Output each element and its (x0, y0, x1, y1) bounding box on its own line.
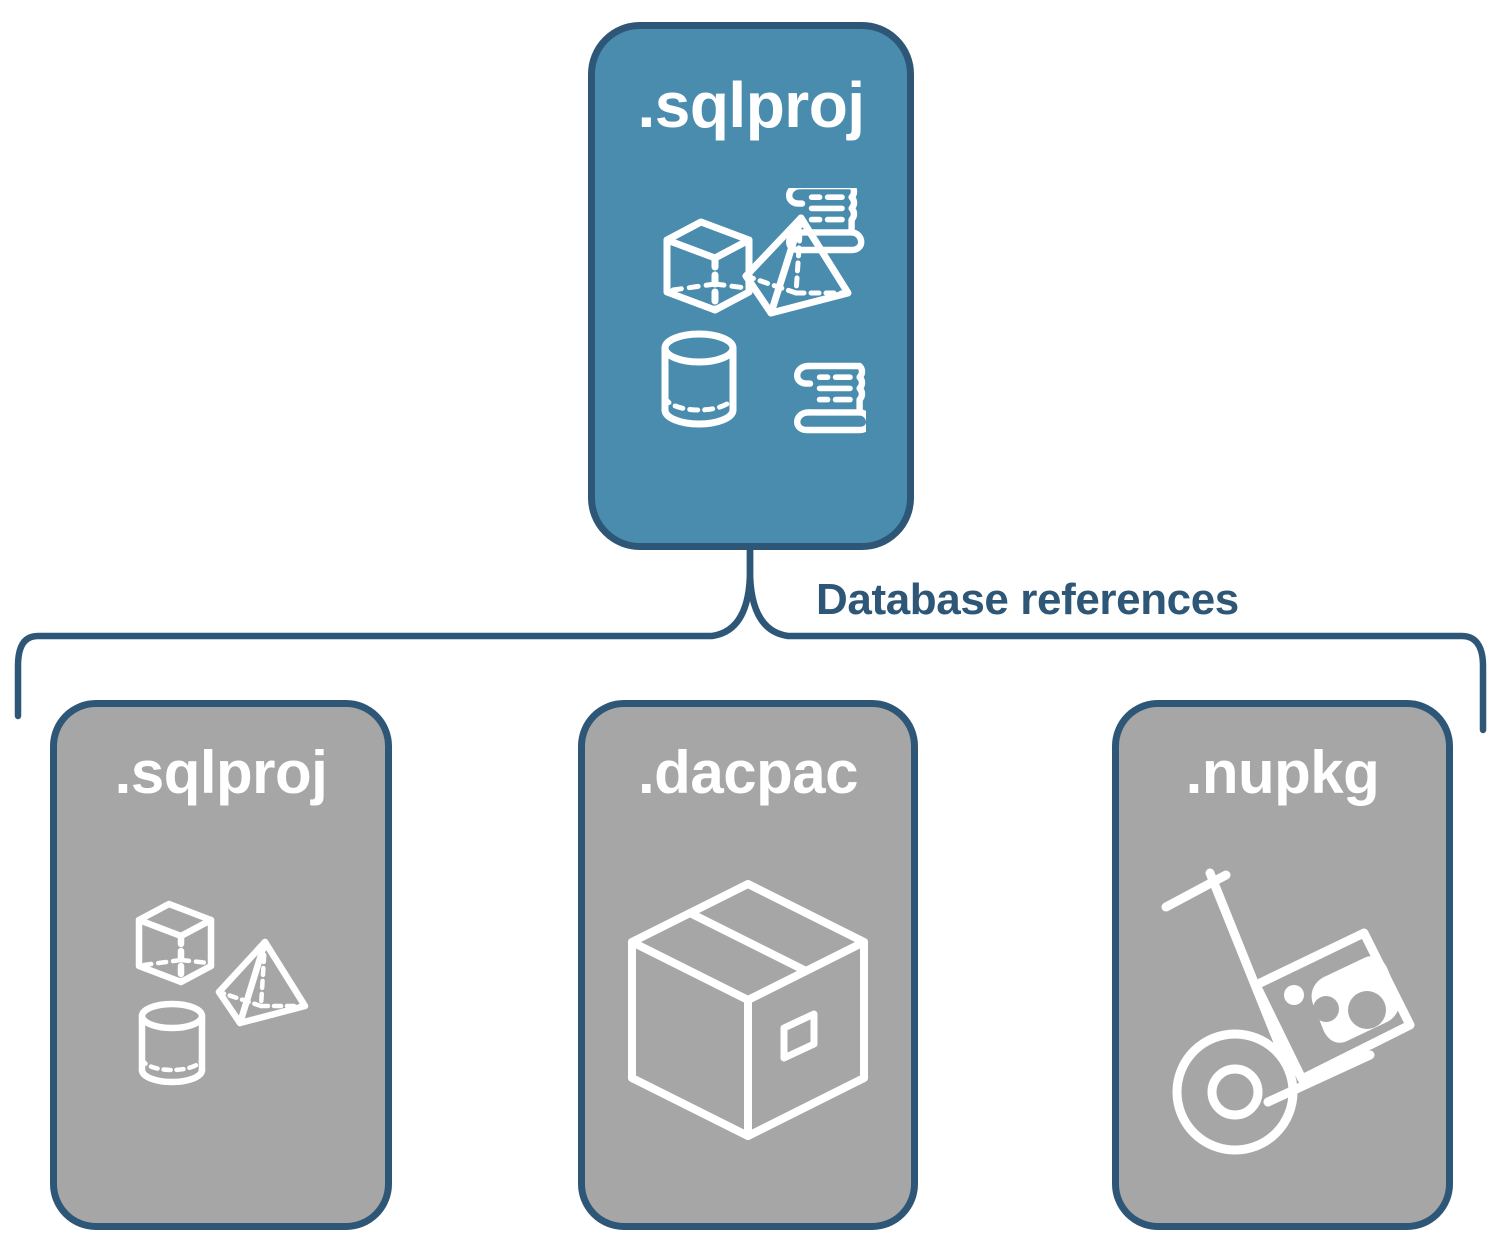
root-shapes-svg (661, 188, 866, 434)
pyramid-icon (215, 938, 309, 1027)
script-scroll-icon (794, 362, 866, 434)
node-child-dacpac-icon-group (585, 797, 911, 1223)
node-root-sqlproj[interactable]: .sqlproj (588, 22, 914, 550)
cylinder-icon (138, 1000, 206, 1086)
node-child-dacpac[interactable]: .dacpac (578, 700, 918, 1230)
node-child-sqlproj-icon-group (57, 765, 385, 1223)
node-child-sqlproj-title: .sqlproj (114, 739, 328, 806)
node-child-dacpac-title: .dacpac (638, 739, 858, 806)
database-references-connector (14, 546, 1487, 734)
node-root-title: .sqlproj (637, 69, 865, 141)
cube-icon (135, 900, 215, 986)
hand-truck-icon (1161, 868, 1414, 1155)
connector-label: Database references (816, 575, 1239, 624)
child-shapes-svg (135, 900, 309, 1086)
node-root-icon-group (595, 103, 907, 543)
wheel-icon (1172, 1029, 1297, 1155)
script-scroll-icon (786, 188, 865, 254)
node-child-nupkg-title: .nupkg (1185, 739, 1380, 806)
cylinder-icon (661, 330, 737, 428)
nuget-package-icon (1251, 928, 1414, 1084)
node-child-nupkg[interactable]: .nupkg (1112, 700, 1453, 1230)
node-child-nupkg-icon-group (1119, 801, 1446, 1223)
shipping-box-icon (628, 880, 868, 1140)
cube-icon (663, 218, 753, 314)
node-child-sqlproj[interactable]: .sqlproj (50, 700, 392, 1230)
